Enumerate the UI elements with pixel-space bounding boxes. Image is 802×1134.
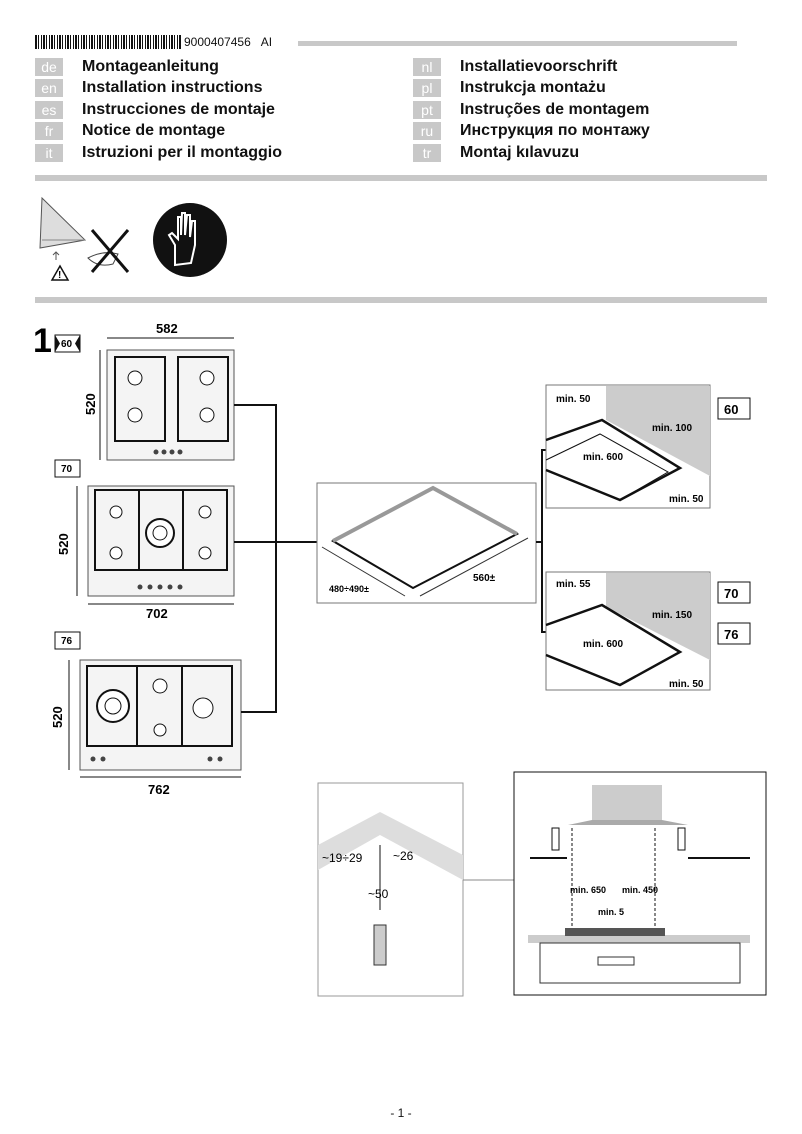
lang-tag: es	[35, 100, 63, 119]
lang-tag: tr	[413, 143, 441, 162]
lang-title: Installatievoorschrift	[460, 57, 618, 75]
corner-detail: ~19÷29 ~26 ~50	[317, 782, 464, 997]
badge-label: 76	[61, 636, 73, 647]
badge-label: 70	[61, 464, 73, 475]
badge-70: 70	[54, 459, 81, 478]
depth-dim: 520	[56, 533, 71, 555]
lang-row: fr Notice de montage	[35, 122, 225, 141]
lang-tag: pl	[413, 79, 441, 97]
hob-76: 762 520	[50, 659, 242, 797]
lang-title: Instrukcja montażu	[460, 79, 606, 96]
lang-row: en Installation instructions	[35, 79, 262, 98]
lang-row: pl Instrukcja montażu	[413, 79, 606, 98]
lang-title: Instruções de montagem	[460, 100, 650, 118]
lang-tag: en	[35, 79, 63, 97]
gloves-icon	[153, 203, 227, 277]
clearance-70-76-diagram: min. 55 min. 150 min. 600 min. 50 70 76	[545, 571, 751, 691]
document-code: 9000407456 AI	[184, 35, 272, 49]
clearance-depth: min. 600	[583, 452, 623, 463]
lang-row: de Montageanleitung	[35, 57, 219, 76]
lang-row: pt Instruções de montagem	[413, 100, 649, 119]
depth-dim: 520	[83, 393, 98, 415]
clearance-back: min. 50	[556, 394, 591, 405]
clearance-back: min. 55	[556, 579, 591, 590]
divider	[35, 175, 767, 181]
lang-title: Инструкция по монтажу	[460, 122, 650, 139]
badge-label: 70	[724, 586, 738, 601]
lang-row: nl Installatievoorschrift	[413, 57, 617, 76]
cutout-depth-dim: 480÷490±	[329, 584, 369, 594]
badge-76: 76	[54, 631, 81, 650]
lang-title: Notice de montage	[82, 122, 226, 139]
clearance-front: min. 50	[669, 494, 704, 505]
hob-60: 582 520	[83, 321, 235, 461]
sharp-edge-warning-icon: !	[39, 196, 130, 281]
cutout-diagram: 480÷490± 560±	[316, 482, 537, 604]
lang-row: es Instrucciones de montaje	[35, 100, 275, 119]
lang-tag: fr	[35, 122, 63, 140]
lang-title: Montaj kılavuzu	[460, 143, 580, 161]
clearance-depth: min. 600	[583, 639, 623, 650]
header-rule	[298, 41, 737, 46]
badge-label: 60	[724, 402, 738, 417]
lang-tag: it	[35, 143, 63, 162]
badge-label: 60	[61, 339, 73, 350]
lang-title: Instrucciones de montaje	[82, 100, 275, 118]
hood-min-height-2: min. 450	[622, 885, 658, 895]
width-dim: 582	[156, 321, 178, 336]
lang-title: Montageanleitung	[82, 57, 219, 75]
clearance-front: min. 50	[669, 679, 704, 690]
lang-row: tr Montaj kılavuzu	[413, 143, 579, 162]
hood-min-height-1: min. 650	[570, 885, 606, 895]
step-number: 1	[33, 322, 52, 360]
hob-70: 702 520	[56, 485, 235, 621]
hood-clearance-diagram: min. 650 min. 450 min. 5	[513, 771, 767, 996]
clearance-side: min. 150	[652, 610, 692, 621]
badge-label: 76	[724, 627, 738, 642]
clearance-60-diagram: min. 50 min. 100 min. 600 min. 50 60	[545, 384, 751, 509]
code-number: 9000407456	[184, 35, 251, 49]
cutout-width-dim: 560±	[473, 573, 496, 584]
page-number: - 1 -	[390, 1106, 412, 1120]
hood-min-gap: min. 5	[598, 907, 624, 917]
width-dim: 762	[148, 782, 170, 797]
lang-tag: pt	[413, 100, 441, 119]
lang-row: it Istruzioni per il montaggio	[35, 143, 282, 162]
safety-icons: !	[39, 196, 227, 281]
badge-60: 60	[54, 334, 81, 353]
lang-tag: ru	[413, 122, 441, 140]
corner-dim-b: ~26	[393, 849, 414, 863]
lang-title: Installation instructions	[82, 79, 263, 96]
lang-tag: nl	[413, 57, 441, 76]
lang-title: Istruzioni per il montaggio	[82, 143, 282, 161]
clearance-side: min. 100	[652, 423, 692, 434]
depth-dim: 520	[50, 706, 65, 728]
barcode	[35, 35, 181, 49]
divider	[35, 297, 767, 303]
corner-dim-c: ~50	[368, 887, 389, 901]
lang-tag: de	[35, 57, 63, 76]
lang-row: ru Инструкция по монтажу	[413, 122, 650, 141]
corner-dim-a: ~19÷29	[322, 851, 363, 865]
svg-text:!: !	[58, 270, 61, 281]
code-suffix: AI	[260, 35, 273, 49]
width-dim: 702	[146, 606, 168, 621]
